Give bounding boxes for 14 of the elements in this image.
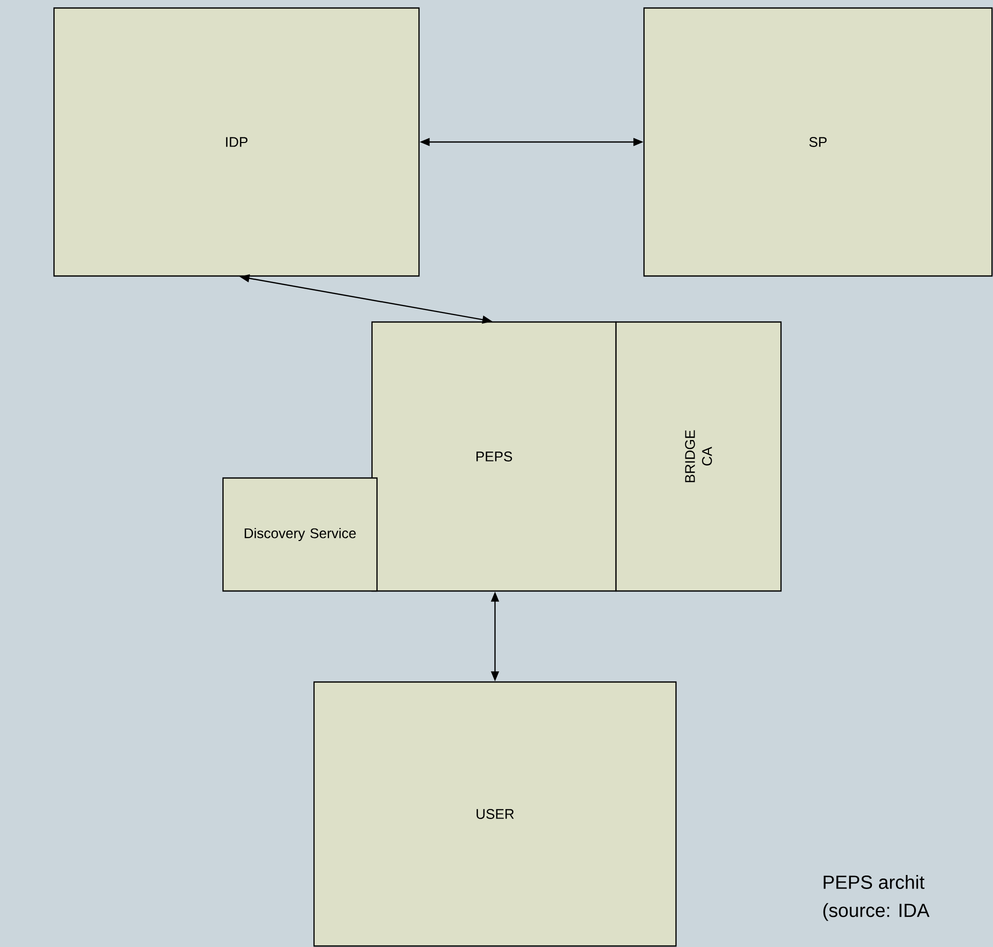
- box-label: SP: [809, 137, 827, 147]
- caption-text: (source: IDA: [823, 903, 930, 921]
- box-label: IDP: [226, 137, 248, 147]
- box: [53, 7, 420, 277]
- box: [313, 681, 677, 947]
- box: [615, 321, 782, 592]
- caption-text: PEPS archit: [824, 875, 924, 889]
- box-label: Discovery Service: [244, 528, 356, 541]
- box-label: PEPS: [476, 452, 512, 462]
- box-label: BRIDGE CA: [685, 430, 712, 482]
- box: [371, 321, 617, 592]
- box-label: USER: [476, 809, 514, 819]
- box: [222, 477, 378, 592]
- box: [643, 7, 993, 277]
